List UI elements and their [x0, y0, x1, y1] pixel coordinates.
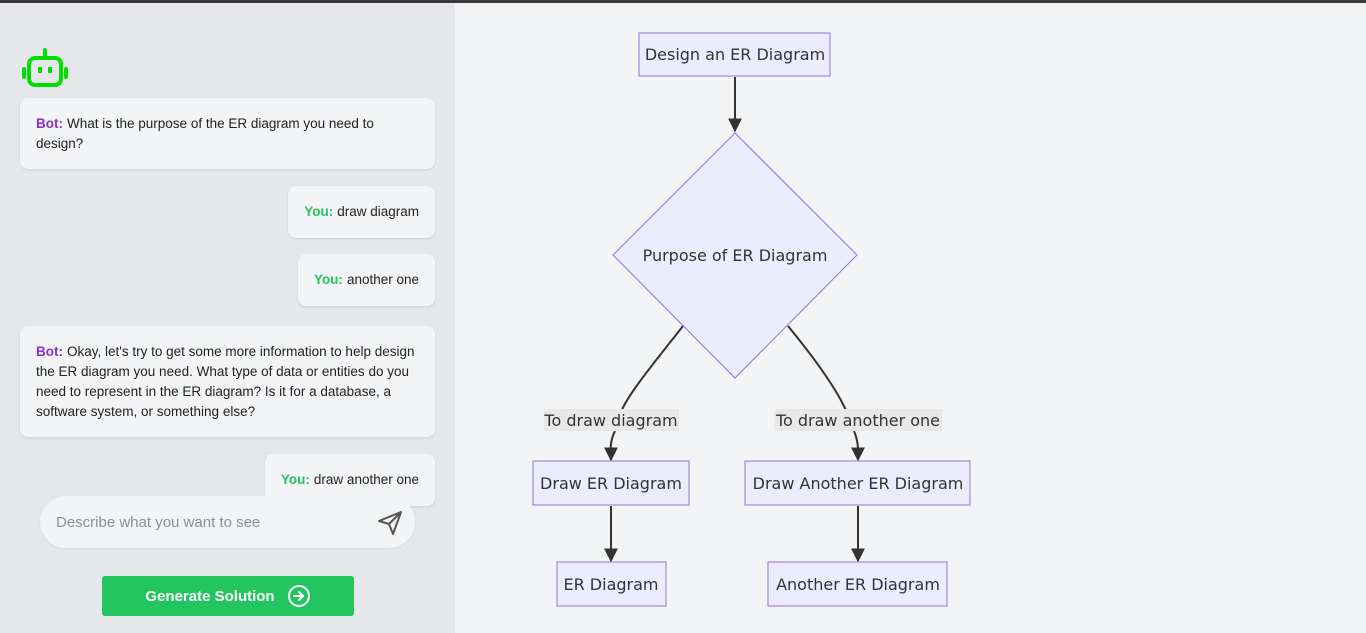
edge-label-right-bg [774, 409, 942, 431]
node-start [638, 32, 831, 77]
node-decision [612, 132, 858, 379]
message-speaker: You: [304, 204, 334, 219]
chat-message-user: You:draw diagram [288, 186, 435, 238]
node-left-result [556, 561, 667, 607]
message-speaker: Bot: [36, 343, 63, 359]
edge-label-right: To draw another one [775, 411, 940, 430]
node-right-action [744, 460, 971, 506]
prompt-input-container [40, 496, 415, 548]
top-border [0, 0, 1366, 3]
node-left-action [532, 460, 690, 506]
node-left-result-label: ER Diagram [563, 575, 658, 594]
edge-label-left-bg [544, 409, 679, 431]
flowchart-svg: Design an ER Diagram Purpose of ER Diagr… [532, 32, 971, 607]
node-right-action-label: Draw Another ER Diagram [753, 474, 964, 493]
chat-message-bot: Bot:What is the purpose of the ER diagra… [20, 98, 435, 169]
message-text: draw diagram [337, 204, 419, 219]
flowchart-canvas: Design an ER Diagram Purpose of ER Diagr… [455, 3, 1366, 633]
message-text: What is the purpose of the ER diagram yo… [36, 115, 374, 151]
message-text: another one [346, 272, 419, 287]
edge-decision-to-right [787, 325, 849, 416]
message-speaker: You: [313, 272, 343, 287]
generate-solution-button[interactable]: Generate Solution [102, 576, 354, 616]
edge-decision-to-left [619, 325, 684, 416]
message-text: draw another one [313, 472, 419, 487]
message-speaker: Bot: [36, 115, 63, 131]
message-speaker: You: [280, 472, 310, 487]
node-right-result [767, 561, 948, 607]
node-left-action-label: Draw ER Diagram [540, 474, 682, 493]
node-start-label: Design an ER Diagram [645, 45, 825, 64]
chat-message-user: You:another one [297, 254, 435, 306]
arrow-right-circle-icon [287, 585, 310, 607]
generate-solution-label: Generate Solution [145, 587, 275, 605]
message-text: Okay, let's try to get some more informa… [36, 343, 415, 419]
edge-right-label-to-action [851, 430, 866, 462]
chat-message-bot: Bot:Okay, let's try to get some more inf… [20, 326, 435, 437]
edge-left-label-to-action [603, 430, 618, 462]
robot-icon [22, 48, 68, 87]
prompt-input[interactable] [56, 496, 366, 548]
node-decision-label: Purpose of ER Diagram [643, 246, 828, 265]
edge-label-left: To draw diagram [543, 411, 677, 430]
node-right-result-label: Another ER Diagram [776, 575, 940, 594]
send-icon[interactable] [376, 509, 404, 537]
